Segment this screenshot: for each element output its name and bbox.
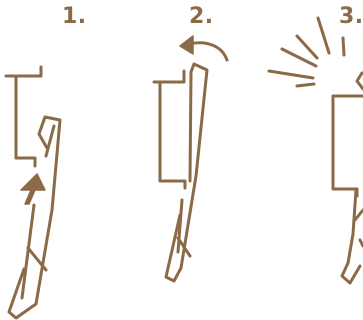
arrow-up-icon: [20, 173, 46, 205]
rail-profile-1: [4, 65, 43, 168]
step-2-illustration: [152, 35, 229, 283]
clip-1: [7, 115, 62, 320]
step-1-illustration: [4, 65, 62, 320]
step-number-1: 1.: [62, 4, 87, 29]
rail-profile-3: [331, 94, 363, 198]
clip-2: [164, 62, 209, 283]
step-3-illustration: [267, 16, 363, 285]
curved-arrow-left-icon: [187, 41, 229, 62]
step-number-2: 2.: [189, 4, 214, 29]
curved-arrow-head: [179, 35, 194, 55]
rail-profile-2: [152, 69, 187, 190]
clip-3: [340, 71, 363, 285]
click-burst-icon: [267, 16, 346, 88]
step-number-3: 3.: [339, 4, 363, 29]
